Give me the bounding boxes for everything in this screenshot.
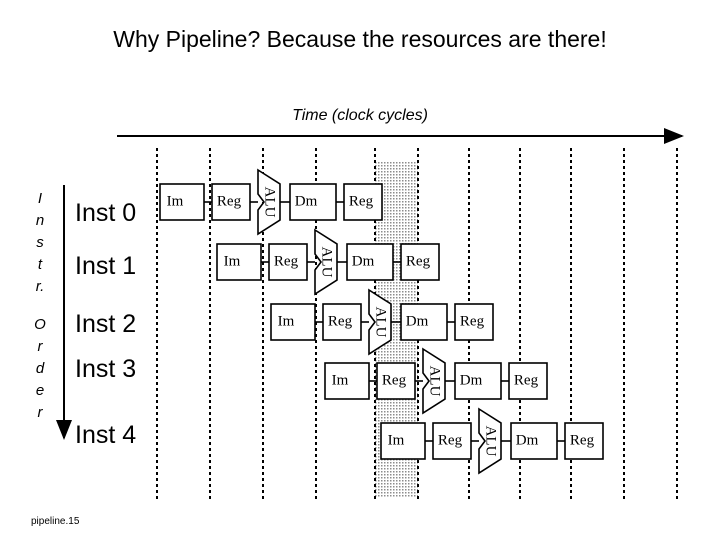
register-write-box — [343, 183, 383, 221]
data-memory-box — [454, 362, 502, 400]
alu-unit — [314, 228, 338, 296]
register-read-label: Reg — [274, 253, 299, 269]
pipeline-row: Im Reg ALU Dm Reg — [324, 347, 548, 415]
alu-unit — [478, 407, 502, 475]
alu-label: ALU — [483, 426, 499, 457]
instruction-label: Inst 4 — [75, 421, 137, 449]
instruction-memory-box — [216, 243, 262, 281]
pipeline-row: Im Reg ALU Dm Reg — [270, 288, 494, 356]
register-write-label: Reg — [406, 253, 431, 269]
instruction-memory-box — [159, 183, 205, 221]
order-label-letter: O — [34, 316, 46, 333]
instruction-label: Inst 3 — [75, 355, 137, 383]
register-write-label: Reg — [570, 432, 595, 448]
order-label-letter: n — [35, 212, 45, 229]
order-label-letter: t — [37, 256, 43, 273]
order-label-letter: r. — [35, 278, 45, 295]
instruction-memory-label: Im — [332, 372, 349, 388]
data-memory-label: Dm — [295, 193, 318, 209]
instruction-memory-box — [324, 362, 370, 400]
alu-unit — [422, 347, 446, 415]
data-memory-box — [346, 243, 394, 281]
time-axis-label: Time (clock cycles) — [292, 107, 428, 124]
instruction-label: Inst 1 — [75, 252, 137, 280]
register-read-box — [432, 422, 472, 460]
order-label-letter: e — [35, 382, 45, 399]
data-memory-box — [510, 422, 558, 460]
slide-footer: pipeline.15 — [31, 516, 80, 527]
order-label-letter: d — [35, 360, 45, 377]
order-label-letter: r — [37, 338, 43, 355]
order-label-letter: I — [37, 190, 43, 207]
data-memory-label: Dm — [352, 253, 375, 269]
data-memory-label: Dm — [516, 432, 539, 448]
instruction-memory-box — [270, 303, 316, 341]
instruction-memory-label: Im — [388, 432, 405, 448]
register-write-box — [400, 243, 440, 281]
pipeline-row: Im Reg ALU Dm Reg — [380, 407, 604, 475]
register-read-box — [376, 362, 416, 400]
register-write-box — [564, 422, 604, 460]
register-write-label: Reg — [514, 372, 539, 388]
pipeline-row: Im Reg ALU Dm Reg — [159, 168, 383, 236]
order-label-letter: r — [37, 404, 43, 421]
register-write-label: Reg — [460, 313, 485, 329]
instruction-memory-label: Im — [278, 313, 295, 329]
instruction-memory-label: Im — [167, 193, 184, 209]
register-read-box — [268, 243, 308, 281]
alu-unit — [257, 168, 281, 236]
alu-label: ALU — [373, 307, 389, 338]
register-write-label: Reg — [349, 193, 374, 209]
alu-label: ALU — [319, 247, 335, 278]
alu-label: ALU — [427, 366, 443, 397]
register-write-box — [454, 303, 494, 341]
slide-title: Why Pipeline? Because the resources are … — [113, 26, 607, 52]
register-read-label: Reg — [382, 372, 407, 388]
pipeline-row: Im Reg ALU Dm Reg — [216, 228, 440, 296]
data-memory-box — [400, 303, 448, 341]
instruction-label: Inst 0 — [75, 199, 137, 227]
register-read-box — [211, 183, 251, 221]
instruction-memory-label: Im — [224, 253, 241, 269]
instruction-label: Inst 2 — [75, 310, 137, 338]
register-read-label: Reg — [328, 313, 353, 329]
data-memory-label: Dm — [460, 372, 483, 388]
register-read-box — [322, 303, 362, 341]
register-read-label: Reg — [438, 432, 463, 448]
alu-unit — [368, 288, 392, 356]
register-read-label: Reg — [217, 193, 242, 209]
alu-label: ALU — [262, 187, 278, 218]
data-memory-label: Dm — [406, 313, 429, 329]
order-label-letter: s — [36, 234, 44, 251]
register-write-box — [508, 362, 548, 400]
instruction-memory-box — [380, 422, 426, 460]
